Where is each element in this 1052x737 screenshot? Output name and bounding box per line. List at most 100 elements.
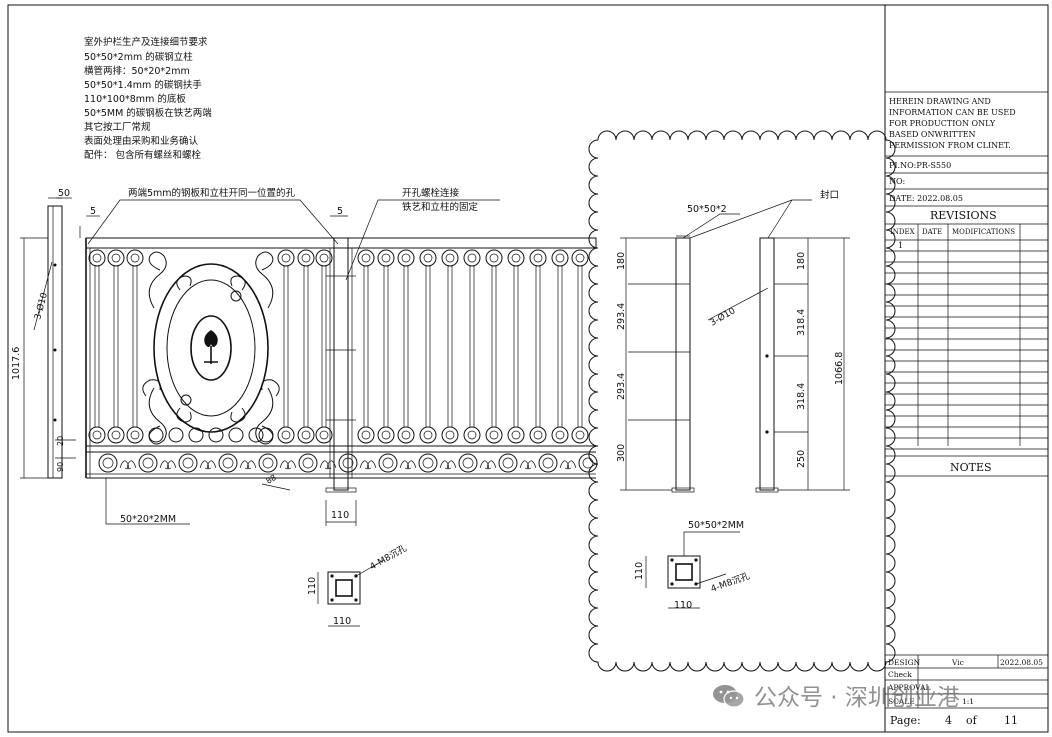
ring-lower-inner <box>130 430 140 440</box>
no-field: NO: <box>889 177 905 186</box>
ring-ornament-lower <box>148 427 164 443</box>
ring-lower-inner <box>281 430 291 440</box>
ring-lower-inner <box>423 430 433 440</box>
detail-dim-right-3: 318.4 <box>796 383 807 410</box>
detail-post-label: 50*50*2 <box>687 204 727 215</box>
ring-bottom-inner <box>302 457 314 469</box>
detail-dim-left-2: 293.4 <box>616 303 627 330</box>
disclaimer-5: PERMISSION FROM CLINET. <box>889 141 1011 150</box>
sheet-border <box>7 4 1049 733</box>
scale-value: 1:1 <box>962 697 974 706</box>
ring-bottom-inner <box>542 457 554 469</box>
ring-top <box>485 249 503 267</box>
design-label: DESIGN <box>888 658 921 667</box>
bottom-scroll <box>527 460 537 469</box>
ring-top <box>357 249 375 267</box>
ring-lower <box>88 426 106 444</box>
detail-dim-right-1: 180 <box>796 252 807 270</box>
title-block: HEREIN DRAWING AND INFORMATION CAN BE US… <box>884 5 1048 732</box>
bottom-scroll <box>487 460 497 469</box>
rev-header-index: INDEX <box>890 228 915 236</box>
ring-top-inner <box>92 253 102 263</box>
ring-top <box>529 249 547 267</box>
ring-bottom <box>498 453 518 473</box>
ring-bottom <box>258 453 278 473</box>
bottom-scroll <box>367 460 377 469</box>
disclaimer-3: FOR PRODUCTION ONLY <box>889 119 996 128</box>
ring-top-inner <box>423 253 433 263</box>
ring-top <box>571 249 589 267</box>
detail-dim-right-2: 318.4 <box>796 309 807 336</box>
ring-lower <box>357 426 375 444</box>
page-total: 11 <box>1004 714 1018 727</box>
side-view-post: 50 1017.6 3-Ø10 20 90 <box>11 188 76 479</box>
dim-88: 88 <box>265 473 278 486</box>
production-notes: 室外护栏生产及连接细节要求 50*50*2mm 的碳钢立柱 横管两排：50*20… <box>84 36 212 161</box>
ring-lower <box>507 426 525 444</box>
dim-110-post: 110 <box>331 510 349 521</box>
detail-plate-label: 50*50*2MM <box>688 520 744 531</box>
ring-ornaments <box>88 249 598 473</box>
ring-lower <box>485 426 503 444</box>
ring-lower-inner <box>111 430 121 440</box>
ring-lower <box>551 426 569 444</box>
ring-lower <box>107 426 125 444</box>
bottom-scroll <box>287 460 297 469</box>
ring-lower <box>315 426 333 444</box>
ring-top <box>419 249 437 267</box>
detail-dim-left-1: 180 <box>616 252 627 270</box>
bottom-scroll <box>447 460 457 469</box>
ring-lower-inner <box>381 430 391 440</box>
ring-top-inner <box>401 253 411 263</box>
ring-top-inner <box>445 253 455 263</box>
ring-top <box>107 249 125 267</box>
disclaimer-4: BASED ONWRITTEN <box>889 130 976 139</box>
ring-bottom-inner <box>182 457 194 469</box>
ring-lower <box>377 426 395 444</box>
dim-holes-side: 3-Ø10 <box>32 291 50 321</box>
bottom-scroll <box>207 460 217 469</box>
ring-ornament-lower <box>228 427 244 443</box>
ring-lower <box>441 426 459 444</box>
ring-bottom <box>418 453 438 473</box>
detail-dim-left-3: 293.4 <box>616 373 627 400</box>
note-line-8: 表面处理由采购和业务确认 <box>84 135 199 147</box>
ring-lower <box>419 426 437 444</box>
rev-first-index: 1 <box>898 241 903 250</box>
scroll-ornament <box>142 251 280 445</box>
ring-ornament-lower <box>208 427 224 443</box>
ring-bottom <box>218 453 238 473</box>
picket-bars <box>94 266 583 427</box>
ring-top-inner <box>130 253 140 263</box>
ring-ornament-lower <box>188 427 204 443</box>
notes-title: NOTES <box>950 461 992 474</box>
rev-header-date: DATE <box>922 228 942 236</box>
ring-top <box>277 249 295 267</box>
dim-5-right: 5 <box>337 206 343 217</box>
designer: Vic <box>951 658 964 667</box>
ring-top-inner <box>511 253 521 263</box>
design-date: 2022.08.05 <box>1000 658 1043 667</box>
ring-top-inner <box>381 253 391 263</box>
detail-plate-dim-w: 110 <box>674 600 692 611</box>
dim-height: 1017.6 <box>11 347 22 380</box>
ring-ornament-lower <box>248 427 264 443</box>
note-line-3: 横管两排：50*20*2mm <box>84 65 190 77</box>
tube-label: 50*20*2MM <box>120 514 176 525</box>
page-label: Page: <box>890 714 921 727</box>
ring-bottom <box>458 453 478 473</box>
base-left-dim-w: 110 <box>333 616 351 627</box>
ring-top-inner <box>319 253 329 263</box>
callout-bolts-1: 开孔螺栓连接 <box>402 187 460 199</box>
ring-bottom-inner <box>142 457 154 469</box>
rev-header-mod: MODIFICATIONS <box>952 228 1015 236</box>
ring-top <box>126 249 144 267</box>
base-left-dim-h: 110 <box>307 577 318 595</box>
bottom-scroll <box>407 460 417 469</box>
ring-top <box>463 249 481 267</box>
ring-lower-inner <box>301 430 311 440</box>
ring-top-inner <box>467 253 477 263</box>
ring-lower-inner <box>533 430 543 440</box>
revisions-title: REVISIONS <box>930 209 997 222</box>
ring-lower <box>529 426 547 444</box>
